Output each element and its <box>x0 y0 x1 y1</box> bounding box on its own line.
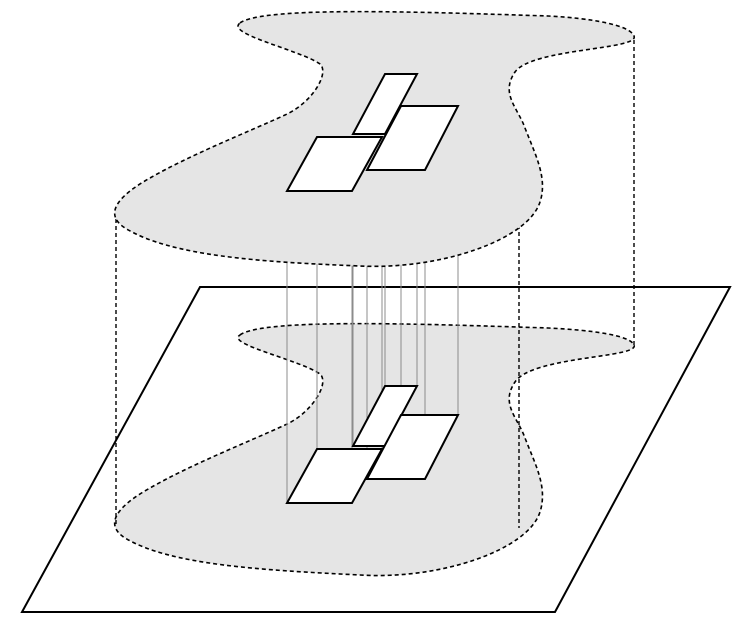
lower-rectangles <box>285 385 460 504</box>
upper-rect-left <box>285 136 384 192</box>
upper-rectangles <box>285 73 460 192</box>
lower-rect-left <box>285 448 384 504</box>
upper-rect-right <box>365 105 460 171</box>
ground-plane <box>20 286 732 613</box>
lower-rect-right <box>365 414 460 480</box>
